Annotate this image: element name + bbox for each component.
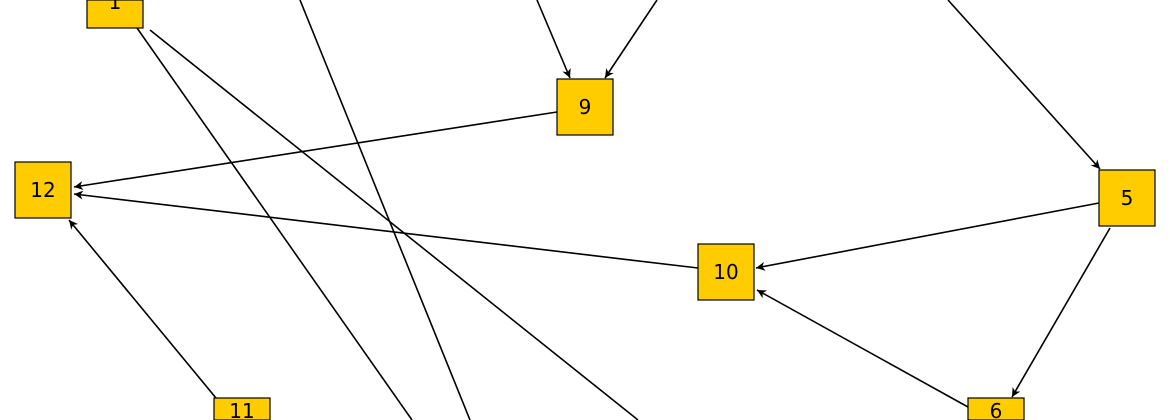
node-5[interactable]: 5 — [1098, 169, 1156, 227]
node-12[interactable]: 12 — [14, 161, 72, 219]
node-label: 10 — [713, 260, 738, 284]
node-10[interactable]: 10 — [697, 243, 755, 301]
node-label: 11 — [229, 399, 254, 420]
edge-offscreen-to-9-a — [536, 0, 571, 79]
edge-5-10 — [755, 202, 1100, 271]
edge-offscreen-c — [299, 0, 471, 420]
node-6[interactable]: 6 — [967, 397, 1025, 420]
edge-10-12 — [73, 190, 699, 269]
edge-9-12 — [73, 111, 558, 191]
edge-11-12 — [68, 219, 217, 399]
edge-offscreen-to-5 — [947, 0, 1101, 170]
edge-offscreen-to-9-b — [604, 0, 658, 79]
node-1[interactable]: 1 — [86, 0, 144, 29]
edge-5-6 — [1011, 227, 1111, 398]
node-11[interactable]: 11 — [213, 397, 271, 420]
node-9[interactable]: 9 — [556, 78, 614, 136]
edge-1-offscreen-b — [149, 29, 639, 420]
node-label: 12 — [30, 178, 55, 202]
edge-1-offscreen-a — [136, 27, 413, 420]
edge-6-10 — [756, 289, 969, 408]
node-label: 1 — [109, 0, 122, 14]
node-label: 6 — [990, 399, 1003, 420]
node-label: 9 — [579, 95, 592, 119]
node-label: 5 — [1121, 186, 1134, 210]
